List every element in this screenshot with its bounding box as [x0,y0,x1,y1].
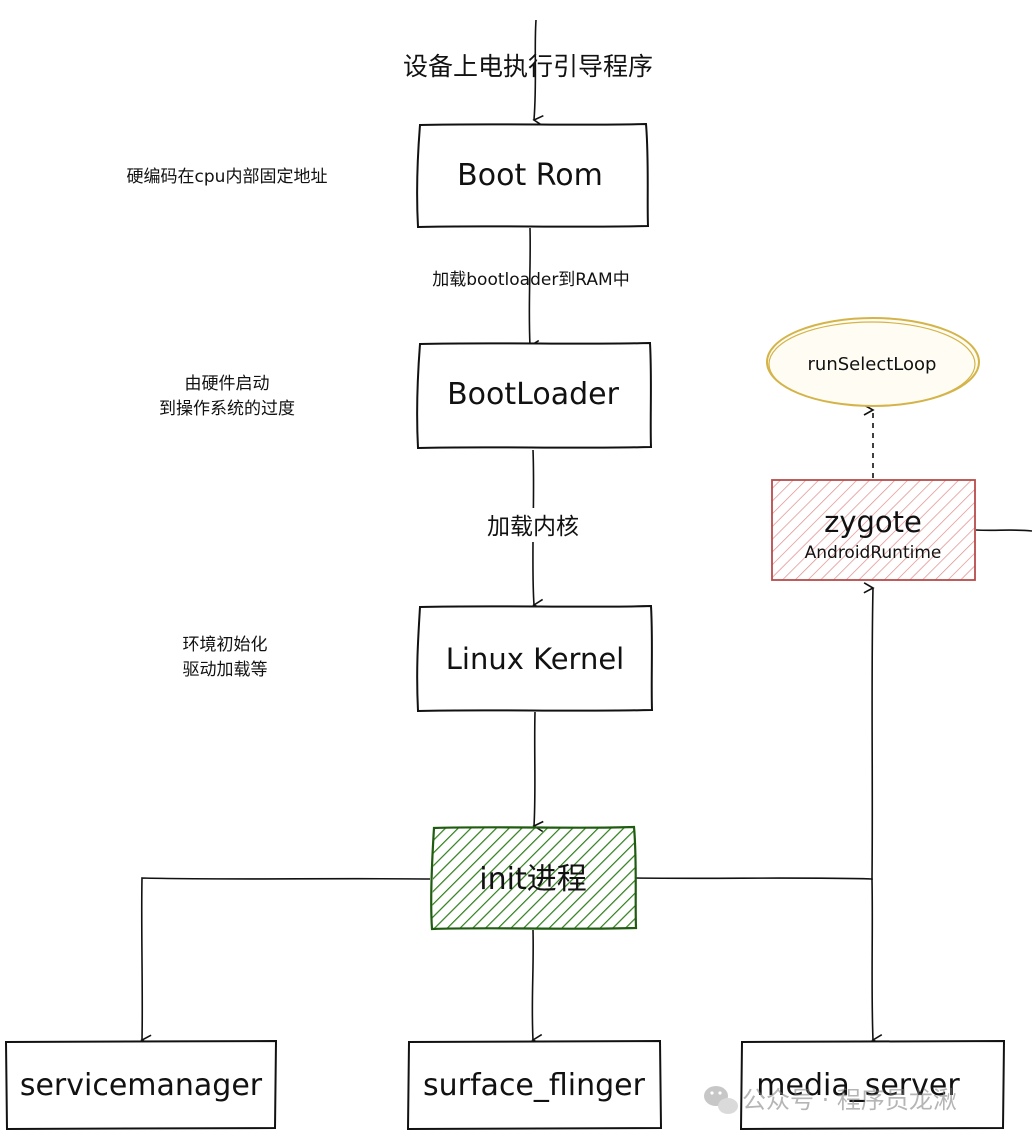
node-linux-kernel-box [416,604,654,713]
node-run-select-loop: runSelectLoop [766,317,980,407]
node-surface-flinger: surface_flinger [406,1039,663,1131]
init-branch-left [140,877,431,1046]
arrow-init-to-surfaceflinger [531,929,543,1046]
node-zygote: zygote AndroidRuntime [771,479,976,581]
node-bootloader: BootLoader [416,341,653,450]
edge-label-load-bootloader: 加载bootloader到RAM中 [432,270,629,290]
node-media-server-box [739,1039,1006,1131]
arrow-bootrom-to-bootloader [528,227,540,352]
node-servicemanager-box [4,1039,278,1131]
zygote-right-edge [975,529,1032,532]
node-init-label: init进程 [479,862,586,897]
wechat-icon [704,1086,738,1114]
node-media-server: media_server [739,1039,1006,1131]
note-bootloader-line2: 到操作系统的过度 [159,399,295,419]
node-servicemanager-label: servicemanager [20,1068,263,1103]
arrow-kernel-to-init [532,711,544,833]
node-init: init进程 [430,825,638,931]
watermark-text: 公众号 · 程序员龙湫 [742,1086,957,1114]
node-run-select-loop-label: runSelectLoop [808,354,937,375]
node-boot-rom: Boot Rom [416,122,650,229]
node-zygote-label: zygote [824,505,922,539]
node-surface-flinger-box [406,1039,663,1131]
node-init-box [430,825,638,931]
node-zygote-sublabel: AndroidRuntime [805,543,942,563]
node-linux-kernel: Linux Kernel [416,604,654,713]
note-kernel-line2: 驱动加载等 [183,660,268,680]
diagram-title: 设备上电执行引导程序 [403,52,653,81]
node-zygote-hatch [772,480,975,580]
node-init-hatch [432,827,636,929]
arrow-title-to-bootrom [532,19,544,127]
note-kernel-line1: 环境初始化 [183,635,268,655]
watermark: 公众号 · 程序员龙湫 [704,1086,957,1114]
node-media-server-label: media_server [756,1068,960,1103]
node-linux-kernel-label: Linux Kernel [446,642,624,676]
node-boot-rom-box [416,122,650,229]
node-surface-flinger-label: surface_flinger [423,1068,646,1103]
arrow-to-zygote [863,582,875,881]
init-branch-right [635,877,883,1046]
edge-label-load-kernel: 加载内核 [487,514,579,540]
node-servicemanager: servicemanager [4,1039,278,1131]
node-boot-rom-label: Boot Rom [457,158,603,193]
node-zygote-box [771,479,976,581]
note-bootloader-line1: 由硬件启动 [185,374,270,394]
note-boot-rom: 硬编码在cpu内部固定地址 [127,167,328,187]
node-bootloader-box [416,341,653,450]
connectors [140,19,1032,1046]
node-bootloader-label: BootLoader [447,377,619,412]
